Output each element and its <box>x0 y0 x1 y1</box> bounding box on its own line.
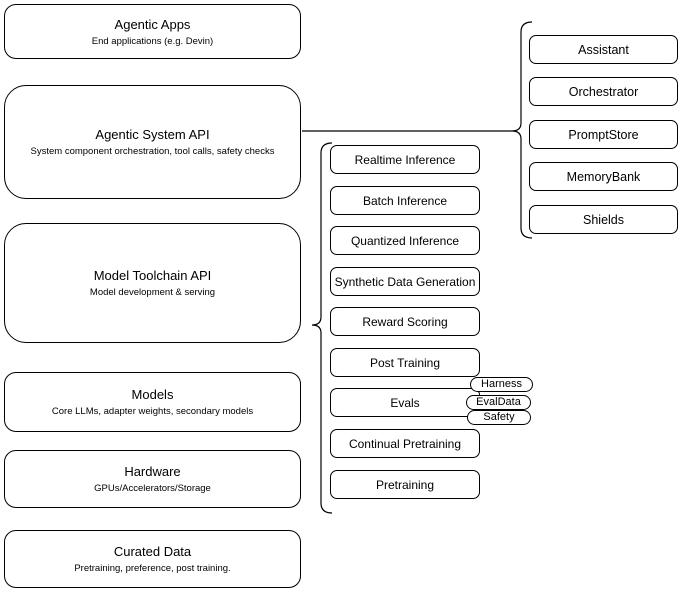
box-title: Curated Data <box>113 544 192 559</box>
toolchain-item-synthetic-data-generation: Synthetic Data Generation <box>330 267 480 296</box>
pill-label: EvalData <box>476 396 521 408</box>
stack-box-agentic-apps: Agentic Apps End applications (e.g. Devi… <box>4 4 301 59</box>
stack-box-curated-data: Curated Data Pretraining, preference, po… <box>4 530 301 588</box>
stack-box-agentic-system-api: Agentic System API System component orch… <box>4 85 301 199</box>
item-label: Shields <box>583 212 624 227</box>
box-title: Models <box>131 387 174 402</box>
item-label: MemoryBank <box>566 169 641 184</box>
toolchain-item-post-training: Post Training <box>330 348 480 377</box>
pill-label: Harness <box>481 378 522 390</box>
box-subtitle: Model development & serving <box>89 287 216 298</box>
eval-tag-harness: Harness <box>470 377 533 392</box>
pill-label: Safety <box>483 411 515 423</box>
item-label: Evals <box>390 395 420 410</box>
item-label: Assistant <box>578 42 629 57</box>
box-title: Hardware <box>124 464 181 479</box>
item-label: Pretraining <box>375 477 435 492</box>
item-label: Batch Inference <box>362 193 448 208</box>
stack-box-models: Models Core LLMs, adapter weights, secon… <box>4 372 301 432</box>
agentic-item-promptstore: PromptStore <box>529 120 678 149</box>
toolchain-item-quantized-inference: Quantized Inference <box>330 226 480 255</box>
box-subtitle: Core LLMs, adapter weights, secondary mo… <box>51 406 254 417</box>
toolchain-item-evals: Evals <box>330 388 480 417</box>
toolchain-brace <box>311 142 333 514</box>
item-label: Reward Scoring <box>362 314 448 329</box>
item-label: Quantized Inference <box>350 233 460 248</box>
eval-tag-safety: Safety <box>467 410 531 425</box>
box-title: Agentic System API <box>95 127 210 142</box>
stack-box-model-toolchain-api: Model Toolchain API Model development & … <box>4 223 301 343</box>
toolchain-item-reward-scoring: Reward Scoring <box>330 307 480 336</box>
box-subtitle: GPUs/Accelerators/Storage <box>94 483 211 494</box>
stack-box-hardware: Hardware GPUs/Accelerators/Storage <box>4 450 301 508</box>
toolchain-item-pretraining: Pretraining <box>330 470 480 499</box>
toolchain-item-batch-inference: Batch Inference <box>330 186 480 215</box>
agentic-item-orchestrator: Orchestrator <box>529 77 678 106</box>
box-subtitle: Pretraining, preference, post training. <box>74 563 231 574</box>
item-label: Post Training <box>369 355 441 370</box>
box-title: Agentic Apps <box>114 16 191 32</box>
box-subtitle: System component orchestration, tool cal… <box>30 146 275 157</box>
item-label: Continual Pretraining <box>348 436 462 451</box>
agentic-item-assistant: Assistant <box>529 35 678 64</box>
item-label: Synthetic Data Generation <box>334 274 476 289</box>
eval-tag-evaldata: EvalData <box>466 395 531 410</box>
toolchain-item-continual-pretraining: Continual Pretraining <box>330 429 480 458</box>
box-subtitle: End applications (e.g. Devin) <box>91 35 214 47</box>
agentic-item-memorybank: MemoryBank <box>529 162 678 191</box>
item-label: PromptStore <box>568 127 639 142</box>
toolchain-item-realtime-inference: Realtime Inference <box>330 145 480 174</box>
item-label: Orchestrator <box>568 84 639 99</box>
box-title: Model Toolchain API <box>93 268 212 283</box>
item-label: Realtime Inference <box>354 152 456 167</box>
agentic-item-shields: Shields <box>529 205 678 234</box>
